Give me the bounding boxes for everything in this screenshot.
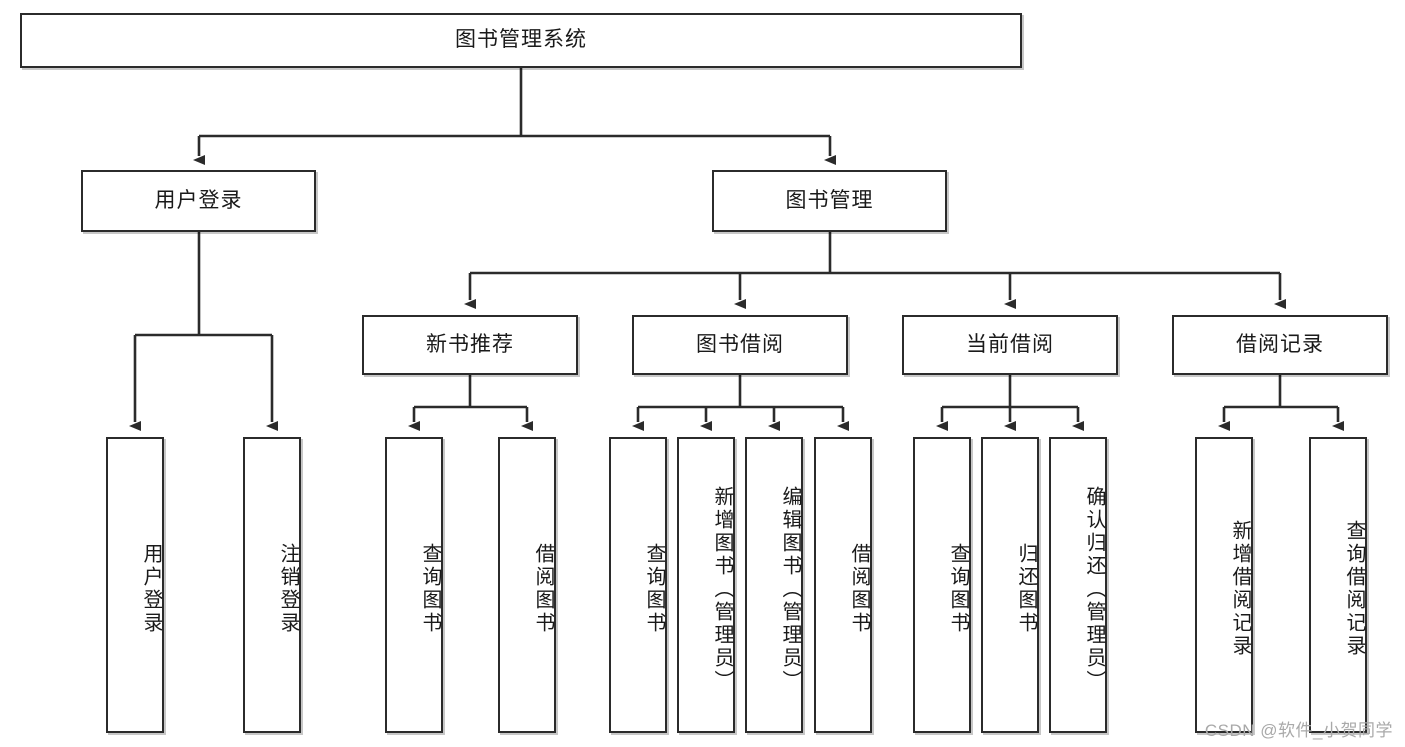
node-leaf-add-borrow-record-label: 新增借阅记录 [1229,520,1251,658]
node-book-borrow-label: 图书借阅 [696,332,784,356]
node-leaf-add-borrow-record[interactable]: 新增借阅记录 [1195,437,1253,733]
node-leaf-confirm-return[interactable]: 确认归还（管理员） [1049,437,1107,733]
node-leaf-query-book-1[interactable]: 查询图书 [385,437,443,733]
node-leaf-user-login-label: 用户登录 [140,543,162,635]
node-user-login[interactable]: 用户登录 [81,170,316,232]
node-leaf-query-book-1-label: 查询图书 [419,543,441,635]
node-leaf-borrow-book-2[interactable]: 借阅图书 [814,437,872,733]
node-leaf-add-book[interactable]: 新增图书（管理员） [677,437,735,733]
node-leaf-borrow-book-1-label: 借阅图书 [532,543,554,635]
node-leaf-borrow-book-1[interactable]: 借阅图书 [498,437,556,733]
node-root[interactable]: 图书管理系统 [20,13,1022,68]
node-borrow-records-label: 借阅记录 [1236,332,1324,356]
node-book-management-label: 图书管理 [785,188,874,212]
node-user-login-label: 用户登录 [154,188,243,212]
node-leaf-logout-label: 注销登录 [277,543,299,635]
node-current-borrow[interactable]: 当前借阅 [902,315,1118,375]
node-leaf-query-book-3-label: 查询图书 [947,543,969,635]
node-leaf-edit-book-label: 编辑图书（管理员） [779,485,801,693]
node-current-borrow-label: 当前借阅 [966,332,1054,356]
node-new-book-recommend-label: 新书推荐 [426,332,514,356]
node-new-book-recommend[interactable]: 新书推荐 [362,315,578,375]
node-leaf-confirm-return-label: 确认归还（管理员） [1083,485,1105,693]
node-root-label: 图书管理系统 [455,28,587,52]
node-leaf-query-book-2[interactable]: 查询图书 [609,437,667,733]
node-leaf-query-book-3[interactable]: 查询图书 [913,437,971,733]
node-leaf-query-book-2-label: 查询图书 [643,543,665,635]
node-leaf-return-book[interactable]: 归还图书 [981,437,1039,733]
node-book-borrow[interactable]: 图书借阅 [632,315,848,375]
node-leaf-query-borrow-record[interactable]: 查询借阅记录 [1309,437,1367,733]
node-leaf-borrow-book-2-label: 借阅图书 [848,543,870,635]
node-book-management[interactable]: 图书管理 [712,170,947,232]
node-leaf-logout[interactable]: 注销登录 [243,437,301,733]
node-leaf-return-book-label: 归还图书 [1015,543,1037,635]
node-leaf-query-borrow-record-label: 查询借阅记录 [1343,520,1365,658]
node-leaf-user-login[interactable]: 用户登录 [106,437,164,733]
node-leaf-add-book-label: 新增图书（管理员） [711,485,733,693]
node-borrow-records[interactable]: 借阅记录 [1172,315,1388,375]
node-leaf-edit-book[interactable]: 编辑图书（管理员） [745,437,803,733]
